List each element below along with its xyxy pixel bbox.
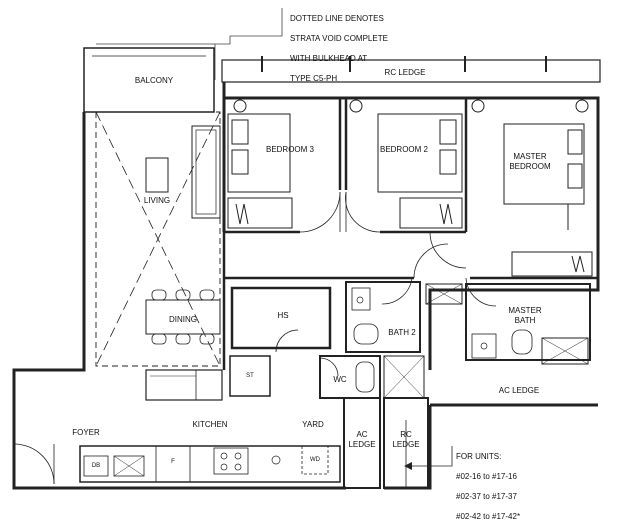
master-bedroom-line: MASTER: [513, 152, 547, 161]
ac-ledge-bottom-line: AC: [356, 430, 368, 439]
bin-box: [113, 455, 145, 477]
master-bath-line: BATH: [514, 316, 536, 325]
strata-void: [95, 111, 221, 367]
store-room: [229, 355, 271, 397]
bed-bedroom3: [227, 99, 293, 229]
master-bath-label: MASTER BATH: [500, 306, 550, 326]
db-box: [83, 455, 109, 477]
master-bedroom-label: MASTER BEDROOM: [502, 152, 558, 172]
rc-ledge-top-label: RC LEDGE: [384, 68, 426, 77]
note-line: DOTTED LINE DENOTES: [290, 14, 384, 23]
bed-master: [471, 99, 593, 277]
note-line: STRATA VOID COMPLETE: [290, 34, 388, 43]
coffee-table: [145, 157, 169, 193]
store-label: ST: [246, 373, 254, 379]
note-line: WITH BULKHEAD AT: [290, 54, 368, 63]
units-heading: FOR UNITS:: [456, 452, 502, 461]
sofa: [191, 125, 221, 219]
annotation-leader: [96, 8, 283, 45]
kitchen-label: KITCHEN: [192, 420, 228, 429]
ac-ledge-bottom-outline: [343, 397, 381, 489]
fridge-box: [155, 445, 191, 483]
bath2-room: [345, 281, 421, 353]
master-bedroom-line: BEDROOM: [509, 162, 551, 171]
rc-ledge-bottom-label: RC LEDGE: [388, 430, 424, 450]
ac-ledge-right-label: AC LEDGE: [498, 386, 540, 395]
balcony-label: BALCONY: [134, 76, 174, 85]
wd-box: [301, 445, 329, 475]
db-label: DB: [91, 463, 101, 469]
ac-ledge-bottom-label: AC LEDGE: [346, 430, 378, 450]
bath2-label: BATH 2: [388, 328, 416, 337]
bedroom2-label: BEDROOM 2: [379, 145, 428, 154]
bedroom-walls: [222, 98, 598, 370]
floor-plan: [12, 8, 601, 490]
fridge-label: F: [171, 459, 175, 465]
hob: [213, 447, 249, 475]
master-bath-room: [465, 283, 591, 361]
master-shower: [541, 337, 589, 365]
wc-label: WC: [333, 375, 347, 384]
living-label: LIVING: [143, 196, 171, 205]
units-line: #02-37 to #17-37: [456, 492, 517, 501]
rc-ledge-top-outline: [221, 59, 601, 83]
units-line: #02-16 to #17-16: [456, 472, 517, 481]
foyer-label: FOYER: [72, 428, 100, 437]
units-line: #02-42 to #17-42*: [456, 512, 521, 521]
note-line: TYPE C5-PH: [290, 74, 338, 83]
shower-top: [425, 283, 463, 305]
wd-label: WD: [310, 457, 320, 463]
master-bath-line: MASTER: [508, 306, 542, 315]
hs-label: HS: [277, 311, 289, 320]
bed-bedroom2: [349, 99, 463, 229]
ac-ledge-bottom-line: LEDGE: [348, 440, 376, 449]
units-note: FOR UNITS: #02-16 to #17-16 #02-37 to #1…: [456, 442, 520, 532]
kitchen-upper-cabinets: [145, 369, 223, 401]
units-arrow: [412, 446, 453, 467]
rc-ledge-bottom-line: LEDGE: [392, 440, 420, 449]
dining-label: DINING: [169, 315, 197, 324]
strata-void-note: DOTTED LINE DENOTES STRATA VOID COMPLETE…: [290, 4, 388, 94]
hs-room: [230, 286, 332, 350]
rc-ledge-bottom-line: RC: [400, 430, 412, 439]
dining-chairs: [151, 289, 215, 345]
kitchen-counter: [79, 445, 341, 483]
ledge-posts: [261, 56, 547, 72]
bedroom3-label: BEDROOM 3: [265, 145, 314, 154]
yard-label: YARD: [302, 420, 324, 429]
